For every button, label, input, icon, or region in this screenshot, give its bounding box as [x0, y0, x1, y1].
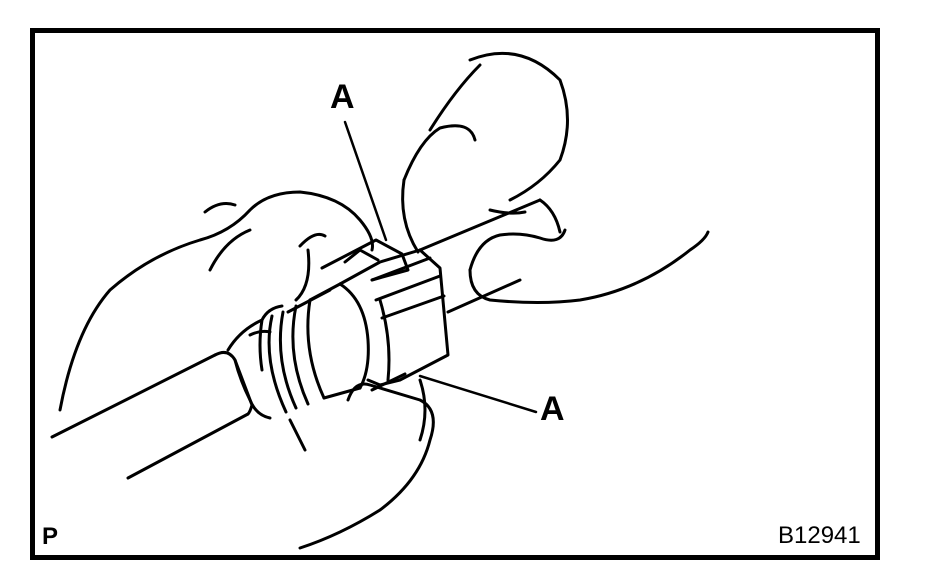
hose-icon: [50, 350, 254, 480]
hose-clamp-icon: [226, 304, 284, 420]
callout-label-a-bottom: A: [540, 390, 565, 428]
tab-icon: [320, 238, 410, 282]
callout-leader-top: [343, 120, 388, 242]
lower-fingers-icon: [288, 378, 435, 550]
connector-body-icon: [267, 282, 370, 414]
diagram-frame: [30, 28, 880, 560]
figure-id: B12941: [778, 522, 861, 549]
left-hand-icon: [58, 190, 374, 412]
retainer-icon: [338, 248, 450, 392]
pipe-icon: [418, 198, 542, 314]
callout-leader-bottom: [418, 374, 538, 414]
right-hand-icon: [401, 51, 710, 304]
corner-mark: P: [42, 523, 59, 550]
callout-label-a-top: A: [330, 78, 355, 116]
